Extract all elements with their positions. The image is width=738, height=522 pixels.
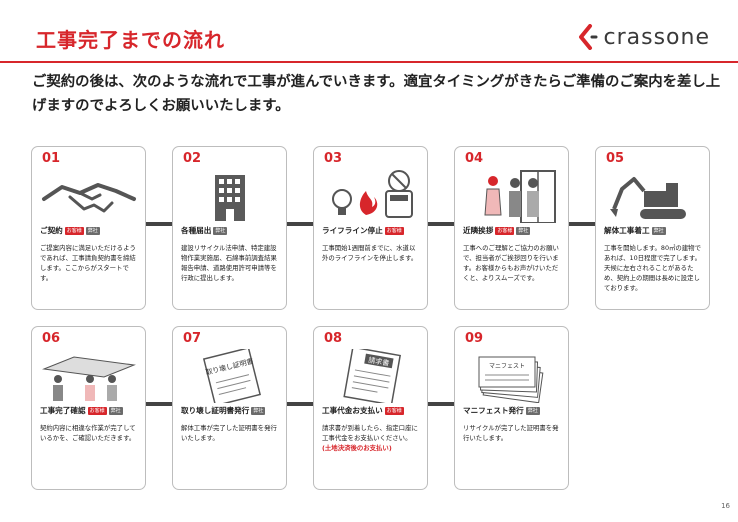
- customer-tag: お客様: [384, 406, 404, 415]
- company-tag: 弊社: [213, 226, 228, 235]
- step-title: 各種届出: [181, 226, 212, 235]
- step-description: 工事開始1週間前までに、水道以外のライフラインを停止します。: [322, 244, 418, 262]
- company-tag: 弊社: [525, 406, 540, 415]
- company-tag: 弊社: [85, 226, 100, 235]
- flow-connector: [146, 222, 176, 226]
- step-description: リサイクルが完了した証明書を発行いたします。: [463, 424, 559, 442]
- step-description: ご提案内容に満足いただけるようであれば、工事請負契約書を締結します。ここからがス…: [40, 244, 136, 282]
- office-building-icon: [215, 175, 245, 221]
- flow-connector: [428, 222, 458, 226]
- step-card-demolition-certificate: 07 取り壊し証明書 取り壊し証明書発行 弊社 解体工事が完了した証明書を発行い…: [172, 326, 287, 490]
- step-card-demolition-start: 05 解体工事着工 弊社 工事を開始します。80㎡の建物であれば、10日程度で完…: [595, 146, 710, 310]
- customer-tag: お客様: [384, 226, 404, 235]
- flow-connector: [569, 222, 599, 226]
- manifest-illustration-text: マニフェスト: [489, 363, 525, 370]
- step-description: 解体工事が完了した証明書を発行いたします。: [181, 424, 277, 442]
- step-number: 04: [465, 151, 484, 166]
- step-title: 工事代金お支払い: [322, 406, 383, 415]
- step-number: 01: [42, 151, 61, 166]
- step-description: 請求書が到着したら、指定口座に工事代金をお支払いください。 (土地決済後のお支払…: [322, 423, 421, 453]
- neighbor-greeting-icon: [484, 170, 556, 223]
- company-tag: 弊社: [651, 226, 666, 235]
- step-description: 工事へのご理解とご協力のお願いで、担当者がご挨拶回りを行います。お客様からもお声…: [463, 244, 559, 282]
- step-card-neighbor-greeting: 04 近隣挨拶 お客様 弊社 工事へのご理解とご協力のお願いで、担当者がご挨拶回…: [454, 146, 569, 310]
- header-divider: [0, 61, 738, 63]
- handshake-icon: [42, 183, 136, 213]
- step-title: マニフェスト発行: [463, 406, 524, 415]
- customer-tag: お客様: [495, 226, 515, 235]
- company-tag: 弊社: [516, 226, 531, 235]
- flow-connector: [146, 402, 176, 406]
- flow-connector: [428, 402, 458, 406]
- customer-tag: お客様: [87, 406, 107, 415]
- step-card-contract: 01 ご契約 お客様 弊社 ご提案内容に満足いただけるようであれば、工事請負契約…: [31, 146, 146, 310]
- step-description: 建設リサイクル法申請、特定建設物作業実施届、石綿事前調査結果報告申請、道路使用許…: [181, 244, 277, 282]
- step-title: 取り壊し証明書発行: [181, 406, 250, 415]
- step-description: 工事を開始します。80㎡の建物であれば、10日程度で完了します。天候に左右される…: [604, 244, 701, 292]
- brand-logo: crassone: [576, 24, 710, 50]
- company-tag: 弊社: [108, 406, 123, 415]
- step-card-payment: 08 請求書 工事代金お支払い お客様 請求書が到着したら、指定口座に工事代金を…: [313, 326, 428, 490]
- page-number: 16: [721, 502, 730, 510]
- step-card-utilities: 03 ライフライン停止 お客様 工事開始1週間前までに、水道以外のライフラインを…: [313, 146, 428, 310]
- step-number: 02: [183, 151, 202, 166]
- step-description-text: 請求書が到着したら、指定口座に工事代金をお支払いください。: [322, 424, 418, 442]
- step-title: 近隣挨拶: [463, 226, 494, 235]
- step-card-completion-check: 06 工事完了確認 お客様 弊社 契約内容に相違な作業が完了しているかを、ご確認…: [31, 326, 146, 490]
- step-note: (土地決済後のお支払い): [322, 444, 392, 452]
- step-card-manifest: 09 マニフェスト マニフェスト発行 弊社 リサイクルが完了した証明書を発行いた…: [454, 326, 569, 490]
- flow-connector: [287, 222, 317, 226]
- step-number: 03: [324, 151, 343, 166]
- step-title: 工事完了確認: [40, 406, 86, 415]
- step-title: ご契約: [40, 226, 63, 235]
- brand-wordmark: crassone: [603, 24, 710, 50]
- flow-connector: [287, 402, 317, 406]
- manifest-documents-icon: マニフェスト: [478, 356, 544, 403]
- invoice-document-icon: 請求書: [343, 349, 402, 403]
- crassone-logo-icon: [578, 24, 598, 50]
- utilities-icon: [332, 170, 413, 218]
- company-tag: 弊社: [251, 406, 266, 415]
- step-card-filing: 02 各種届出 弊社 建設リサイクル法申請、特定建設物作業実施届、石綿事前調査結…: [172, 146, 287, 310]
- page-title: 工事完了までの流れ: [36, 28, 225, 52]
- step-description: 契約内容に相違な作業が完了しているかを、ご確認いただきます。: [40, 424, 136, 442]
- step-number: 05: [606, 151, 625, 166]
- step-title: 解体工事着工: [604, 226, 650, 235]
- invoice-illustration-text: 請求書: [368, 355, 390, 368]
- step-number: 06: [42, 331, 61, 346]
- step-title: ライフライン停止: [322, 226, 383, 235]
- certificate-document-icon: 取り壊し証明書: [202, 349, 262, 403]
- step-number: 09: [465, 331, 484, 346]
- lead-text: ご契約の後は、次のような流れで工事が進んでいきます。適宜タイミングがきたらご準備…: [32, 74, 721, 114]
- excavator-icon: [610, 177, 686, 219]
- step-number: 08: [324, 331, 343, 346]
- inspection-people-icon: [42, 356, 136, 401]
- customer-tag: お客様: [64, 226, 84, 235]
- step-number: 07: [183, 331, 202, 346]
